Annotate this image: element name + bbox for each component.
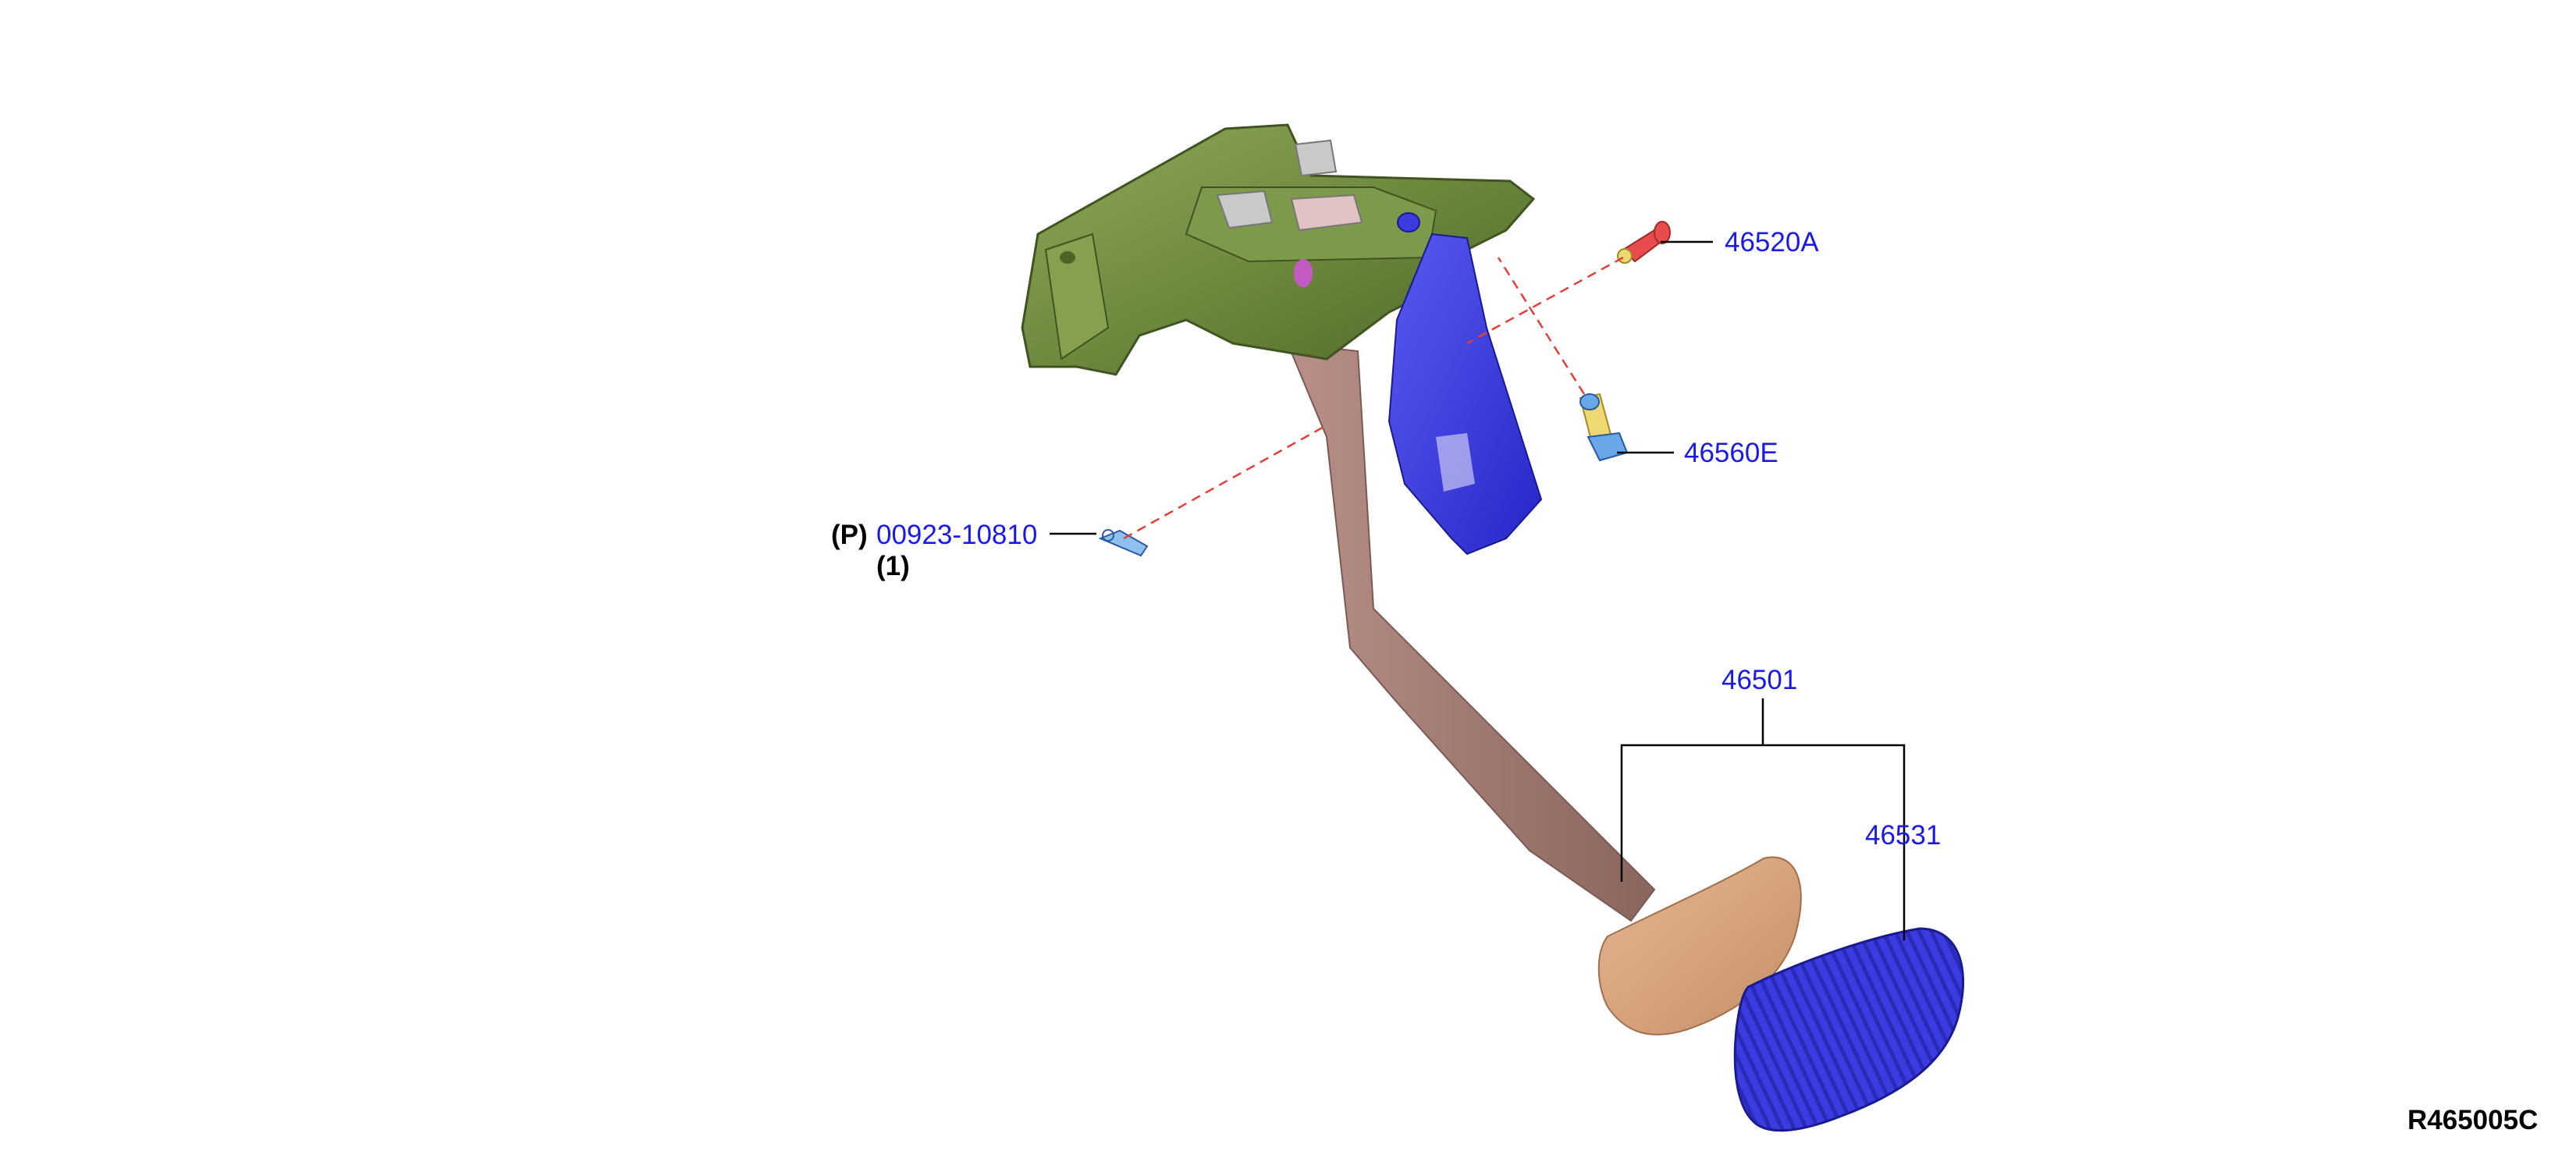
label-46501: 46501 (1721, 665, 1797, 695)
dashed-line-clip (1123, 424, 1327, 540)
label-46531: 46531 (1865, 820, 1941, 851)
stop-bracket (1387, 212, 1543, 556)
pedal-pad-cover (1733, 927, 1965, 1132)
clip-00923-10810 (1098, 529, 1149, 557)
label-00923-qty: (1) (876, 551, 910, 581)
dashed-line-bolt (1466, 256, 1624, 345)
label-00923-10810: 00923-10810 (876, 520, 1037, 550)
diagram-code: R465005C (2407, 1105, 2538, 1135)
label-00923-prefix: (P) (831, 520, 868, 550)
switch-46560e (1579, 393, 1629, 462)
pedal-arm (1286, 342, 1656, 922)
label-46560e: 46560E (1684, 438, 1778, 468)
label-46520a: 46520A (1725, 227, 1819, 258)
dashed-line-switch (1497, 257, 1586, 395)
pedal-bracket (1021, 123, 1536, 376)
